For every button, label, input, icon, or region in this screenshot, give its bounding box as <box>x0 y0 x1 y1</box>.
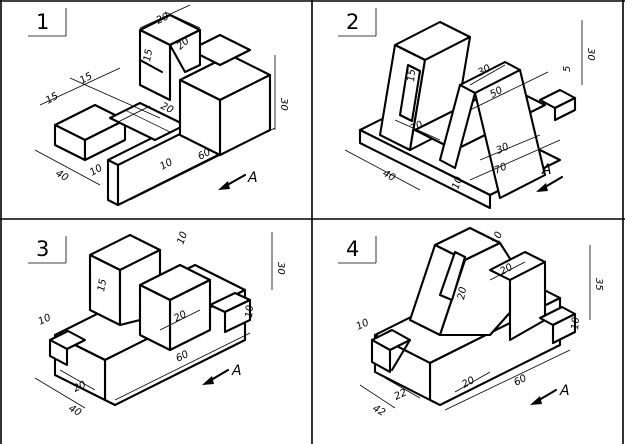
view-label-a: A <box>231 363 242 379</box>
panel-1: 1 <box>28 4 289 207</box>
part-2-solid <box>358 20 577 210</box>
dim-30-vertical: 30 <box>585 48 596 61</box>
dim-10: 10 <box>450 175 465 191</box>
dim-60: 60 <box>196 147 212 163</box>
dim-20: 20 <box>155 11 171 26</box>
panel-3-view-arrow: A <box>202 363 242 385</box>
dim-20-vertical: 20 <box>456 286 469 300</box>
panel-1-number: 1 <box>36 10 49 34</box>
dim-10-top: 10 <box>490 230 505 246</box>
dim-40: 40 <box>54 168 71 184</box>
part-1-solid <box>53 13 272 207</box>
dim-15-b: 15 <box>78 71 95 87</box>
dim-35: 35 <box>593 278 604 291</box>
panel-4-view-arrow: A <box>530 383 570 405</box>
dim-10-right: 10 <box>244 305 256 319</box>
panel-1-label-box: 1 <box>28 8 67 37</box>
part-4-solid <box>370 226 577 407</box>
dim-15-a: 15 <box>44 91 61 107</box>
dim-15: 15 <box>406 69 418 83</box>
dim-10-right: 10 <box>570 317 582 331</box>
view-label-a: A <box>247 170 258 186</box>
dim-20-bottom: 20 <box>72 379 88 394</box>
dim-42: 42 <box>371 403 388 419</box>
dim-30: 30 <box>275 262 286 275</box>
panel-3-label-box: 3 <box>28 236 67 264</box>
panel-2-dimensions: 30 15 30 50 5 20 40 30 70 10 <box>344 20 596 191</box>
panel-4: 4 10 20 20 <box>338 226 604 419</box>
dim-20-bottom: 20 <box>460 375 476 391</box>
dim-50: 50 <box>488 85 504 101</box>
dim-60: 60 <box>174 349 190 365</box>
dim-20-slot: 20 <box>159 101 175 116</box>
panel-1-dimensions: 20 15 20 15 15 20 30 40 10 60 10 <box>34 4 289 201</box>
dim-10-left: 10 <box>355 317 371 332</box>
dim-70: 70 <box>493 161 509 176</box>
part-3-solid <box>48 233 252 407</box>
panel-3-number: 3 <box>36 237 49 261</box>
dim-10-b: 10 <box>158 157 174 173</box>
dim-20: 20 <box>409 119 425 134</box>
dim-22: 22 <box>393 387 409 402</box>
panel-4-number: 4 <box>346 237 359 261</box>
panel-2: 2 30 15 30 <box>338 8 596 210</box>
panel-1-view-arrow: A <box>218 170 258 190</box>
panel-4-label-box: 4 <box>338 236 377 264</box>
dim-10-top: 10 <box>175 230 190 246</box>
view-label-a: A <box>541 162 552 178</box>
panel-2-number: 2 <box>346 10 359 34</box>
dim-15: 15 <box>96 278 109 292</box>
panel-2-label-box: 2 <box>338 8 377 37</box>
dim-30: 30 <box>278 98 289 111</box>
dim-20: 20 <box>172 309 188 325</box>
dim-10: 10 <box>88 163 105 179</box>
panel-2-view-arrow: A <box>536 162 564 192</box>
dim-20: 20 <box>498 262 514 278</box>
dim-5: 5 <box>562 66 573 72</box>
dim-30: 30 <box>476 63 492 79</box>
dim-15-vertical: 15 <box>142 48 155 62</box>
dim-60: 60 <box>512 373 528 389</box>
dim-10-left: 10 <box>37 312 53 327</box>
panel-3: 3 10 15 30 20 1 <box>28 230 286 419</box>
dim-30-b: 30 <box>495 141 511 156</box>
view-label-a: A <box>559 383 570 399</box>
